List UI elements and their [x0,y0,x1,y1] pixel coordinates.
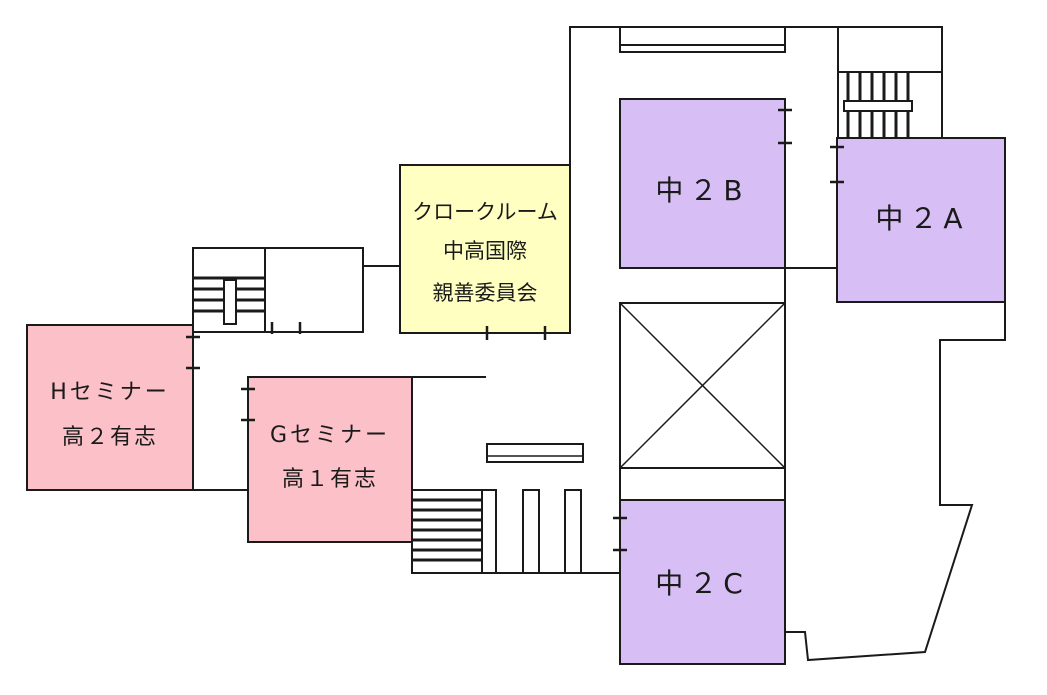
g-seminar-label-line2: 高１有志 [282,467,378,492]
c2b-label: 中２B [655,174,748,207]
stair-block-bottom [411,443,584,574]
cloakroom-label-line2: 中高国際 [443,239,527,263]
stair-block-right [837,71,943,141]
cloakroom-label-line3: 親善委員会 [433,281,538,305]
room-c2b[interactable]: 中２B [619,98,792,269]
h-seminar-label-line2: 高２有志 [62,425,158,450]
stair-block-left [192,247,364,334]
void-shaft [619,302,786,469]
room-h-seminar[interactable]: Hセミナー 高２有志 [26,324,200,491]
cloakroom-label-line1: クロークルーム [412,200,558,224]
room-cloakroom[interactable]: クロークルーム 中高国際 親善委員会 [399,164,571,340]
g-seminar-label-line1: Gセミナー [270,423,390,448]
room-c2a[interactable]: 中２A [830,137,1006,303]
h-seminar-label-line1: Hセミナー [50,380,170,405]
c2c-label: 中２C [655,567,749,600]
c2a-label: 中２A [875,202,968,235]
room-c2c[interactable]: 中２C [613,499,786,665]
room-g-seminar[interactable]: Gセミナー 高１有志 [241,376,413,543]
